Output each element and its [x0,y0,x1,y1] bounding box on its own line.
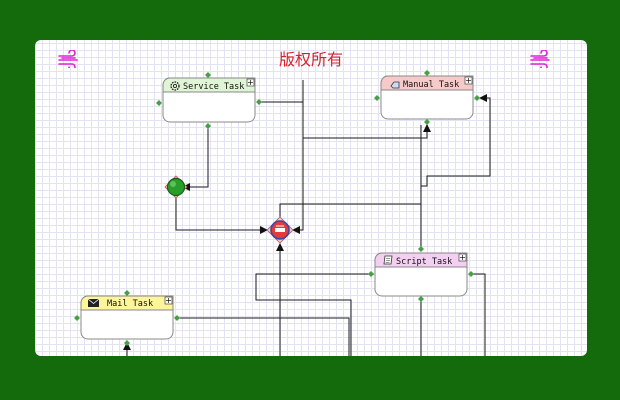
edge-script-to-end-left[interactable] [255,273,374,356]
expand-button[interactable] [464,76,473,85]
edge-script-to-manual-right[interactable] [421,94,491,187]
script-task-label: Script Task [396,257,452,267]
manual-task-label: Manual Task [403,80,459,90]
connection-anchors[interactable] [74,70,480,346]
anchor [424,70,430,76]
svg-text:+: + [165,296,172,305]
service-task[interactable]: + Service Task [162,77,256,123]
anchor [256,99,262,105]
edge-service-to-start[interactable] [182,128,209,191]
script-task[interactable]: + Script Task [374,252,468,297]
anchor [474,95,480,101]
svg-text:+: + [465,76,472,85]
edge-script-right[interactable] [469,273,486,356]
anchor [205,123,211,129]
hand-icon [390,81,400,89]
expand-button[interactable] [164,296,173,305]
wind-icon [530,50,550,68]
scroll-icon [383,255,393,265]
anchor [418,246,424,252]
edge-mail-to-script[interactable] [175,317,350,356]
manual-task[interactable]: + Manual Task [380,75,474,120]
page-title: 版权所有 [278,50,343,69]
expand-button[interactable] [246,78,255,87]
svg-text:+: + [247,78,254,87]
anchor [418,296,424,302]
edge-start-to-end[interactable] [175,198,268,234]
edge-top-to-end[interactable] [292,80,304,234]
gear-icon [170,81,180,91]
end-event[interactable] [266,216,294,244]
anchor [205,72,211,78]
mail-task[interactable]: + Mail Task [80,295,174,340]
anchor [74,315,80,321]
service-task-label: Service Task [183,82,244,92]
process-diagram[interactable]: + Service Task + Manual Task + [35,40,587,356]
anchor [124,290,130,296]
diagram-canvas[interactable]: 版权所有 [35,40,587,356]
mail-task-label: Mail Task [107,299,153,309]
wind-icon [58,50,78,68]
anchor [156,100,162,106]
envelope-icon [87,298,100,307]
svg-text:+: + [459,253,466,262]
anchor [468,271,474,277]
anchor [374,95,380,101]
anchor [124,340,130,346]
anchor [174,315,180,321]
anchor [424,119,430,125]
start-event[interactable] [164,175,188,199]
anchor [368,271,374,277]
edge-end-to-script[interactable] [279,203,421,218]
expand-button[interactable] [458,253,467,262]
